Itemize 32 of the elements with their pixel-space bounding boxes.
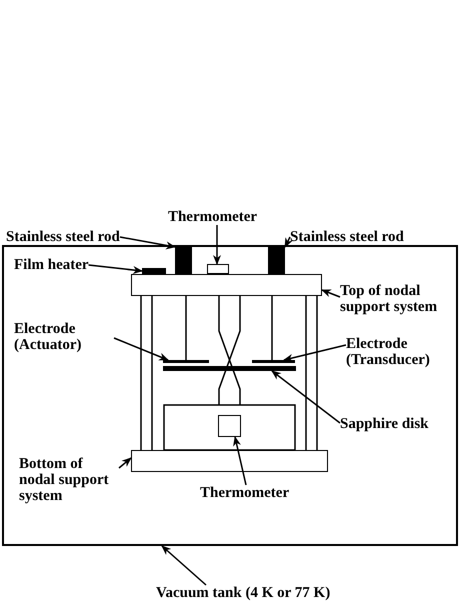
electrode-plate (163, 360, 209, 363)
part-label: Stainless steel rod (6, 229, 120, 245)
film-heater (142, 268, 166, 274)
thermometer-block (207, 264, 229, 274)
part-label: Sapphire disk (340, 416, 429, 432)
leader-arrow (114, 337, 169, 361)
part-label: Vacuum tank (4 K or 77 K) (156, 585, 330, 601)
steel-rod (268, 247, 285, 274)
thermometer-block (218, 415, 241, 437)
leader-arrow (321, 289, 340, 298)
leader-arrow (161, 545, 206, 586)
part-label: Thermometer (168, 209, 258, 225)
leader-arrow (284, 236, 293, 248)
part-label: Stainless steel rod (290, 229, 404, 245)
part-label: Film heater (14, 257, 89, 273)
leader-arrow (118, 457, 132, 469)
steel-rod (175, 247, 192, 274)
vacuum-tank-outline (2, 245, 458, 546)
part-label: Electrode (Actuator) (14, 321, 114, 353)
part-label: Electrode (Transducer) (346, 336, 454, 368)
electrode-plate (252, 360, 295, 363)
leader-arrow (233, 436, 247, 486)
leader-arrow (213, 225, 221, 265)
leader-arrow (88, 264, 143, 274)
leader-arrow (120, 236, 176, 250)
leader-arrow (271, 370, 340, 424)
top-plate (131, 274, 322, 296)
part-label: Top of nodal support system (340, 283, 442, 315)
part-label: Bottom of nodal support system (19, 456, 119, 504)
bottom-plate (131, 450, 328, 472)
leader-arrow (283, 344, 346, 362)
part-label: Thermometer (200, 485, 290, 501)
